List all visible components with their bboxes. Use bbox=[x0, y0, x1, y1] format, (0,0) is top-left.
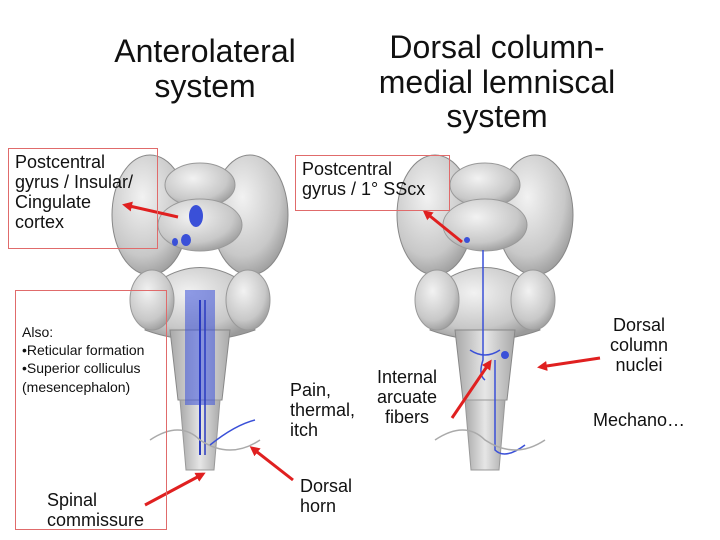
label-dorsal-horn: Dorsal horn bbox=[300, 476, 353, 517]
arrow-dorsal-horn bbox=[249, 446, 294, 482]
label-internal-arcuate-fibers: Internal arcuate fibers bbox=[377, 367, 438, 428]
label-pain-thermal-itch: Pain, thermal, itch bbox=[290, 380, 356, 441]
label-dorsal-column-nuclei: Dorsal column nuclei bbox=[609, 315, 669, 376]
label-mechano: Mechano… bbox=[593, 410, 686, 430]
arrow-internal-arcuate bbox=[450, 359, 492, 419]
arrow-right-cortex bbox=[422, 210, 463, 244]
left-brainstem-illustration bbox=[111, 154, 289, 471]
arrow-left-cortex bbox=[122, 201, 179, 219]
label-also-list: Also: •Reticular formation •Superior col… bbox=[15, 290, 167, 530]
label-left-cortex: Postcentral gyrus / Insular/ Cingulate c… bbox=[8, 148, 158, 249]
title-anterolateral-system: Anterolateral system bbox=[114, 33, 296, 104]
label-spinal-commissure: Spinal commissure bbox=[47, 490, 145, 531]
label-right-cortex: Postcentral gyrus / 1° SScx bbox=[295, 155, 450, 211]
arrow-spinal-commissure bbox=[144, 472, 206, 507]
title-dorsal-column-system: Dorsal column- medial lemniscal system bbox=[378, 29, 616, 135]
right-brainstem-illustration bbox=[396, 154, 574, 471]
arrow-dorsal-column-nuclei bbox=[537, 356, 601, 371]
